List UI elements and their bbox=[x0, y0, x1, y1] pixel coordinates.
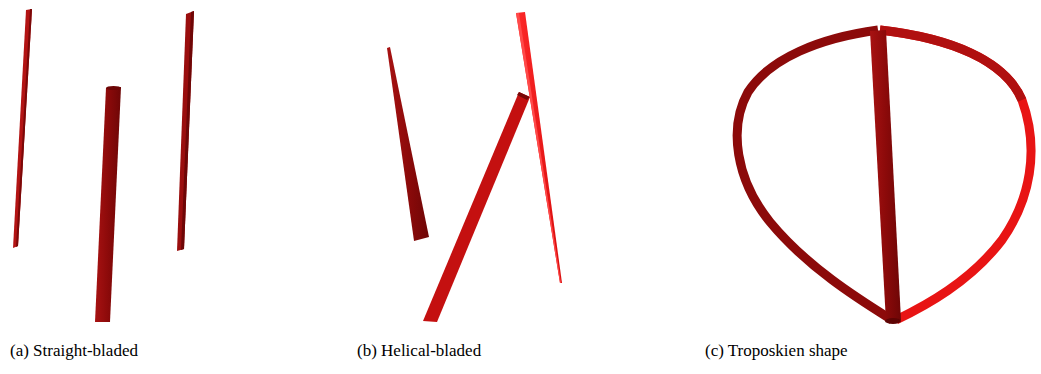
subfigure-caption: (a) Straight-bladed bbox=[10, 341, 138, 361]
subfigure-caption: (c) Troposkien shape bbox=[705, 341, 848, 361]
subfigure-caption: (b) Helical-bladed bbox=[357, 341, 481, 361]
helical-bladed-rotor bbox=[387, 12, 562, 322]
troposkien-rotor bbox=[737, 30, 1031, 324]
straight-bladed-rotor bbox=[13, 9, 194, 322]
